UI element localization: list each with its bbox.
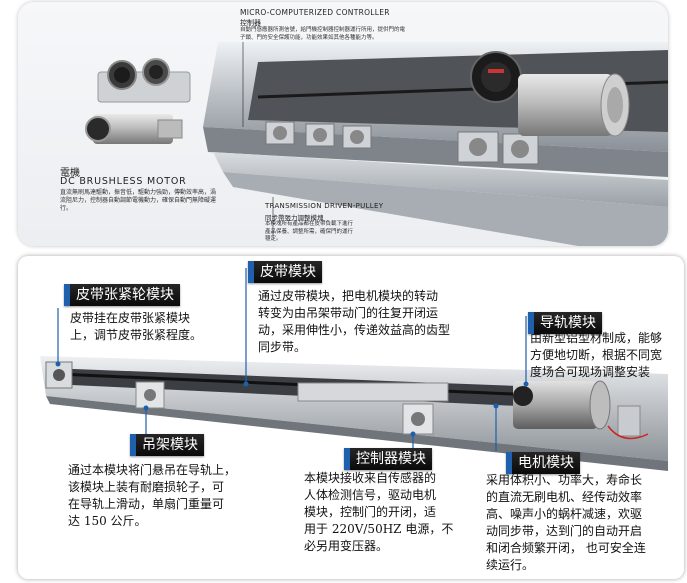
motor-desc-line: 采用体积小、功率大，寿命长 (486, 473, 643, 487)
belt-desc-line: 通过皮带模块，把电机模块的转动 (258, 289, 439, 303)
controller-desc-line: 用于 220V/50HZ 电源，不 (304, 522, 454, 536)
motor-title-zh: 電機 (60, 168, 80, 179)
motor-module-desc: 采用体积小、功率大，寿命长 的直流无刷电机、经传动效率 高、噪声小的蜗杆减速，欢… (486, 472, 684, 574)
motor-desc-line: 的直流无刷电机、经传动效率 (486, 490, 643, 504)
controller-desc: 自動門感應器所測信號，給門機控制器控制器運行所用，提供門的電子鎖、門的安全保護功… (240, 27, 406, 41)
controller-title-zh: 控制器 (240, 19, 261, 27)
belt-tension-module-desc: 皮带挂在皮带张紧模块 上，调节皮带张紧程度。 (70, 310, 245, 344)
controller-module-desc: 本模块接收来自传感器的 人体检测信号，驱动电机 模块，控制门的开闭，适 用于 2… (304, 470, 479, 555)
motor-desc-line: 高、噪声小的蜗杆减速，欢驱 (486, 507, 643, 521)
bottom-module-panel: 皮带张紧轮模块 皮带挂在皮带张紧模块 上，调节皮带张紧程度。 皮带模块 通过皮带… (18, 256, 684, 579)
rail-bottom (223, 172, 668, 246)
hanger-1 (135, 381, 165, 409)
rail-module-desc: 由新型铝型材制成，能够 方便地切断，根据不同宽 度场合可现场调整安装 (530, 330, 680, 381)
pulley-title-en: TRANSMISSION DRIVEN-PULLEY (265, 202, 384, 210)
controller-desc-line: 本模块接收来自传感器的 (304, 471, 437, 485)
controller-module-tag: 控制器模块 (344, 448, 432, 470)
hanger-desc-line: 在导轨上滑动，单扇门重量可 (68, 497, 225, 511)
controller-desc-line: 必另用变压器。 (304, 539, 389, 553)
hanger-desc-line: 该模块上装有耐磨损轮子，可 (68, 480, 225, 494)
operator-illustration (85, 42, 668, 246)
top-product-panel: MICRO-COMPUTERIZED CONTROLLER 控制器 自動門感應器… (18, 2, 668, 246)
small-motor-photo-1 (97, 58, 191, 103)
power-cable (607, 425, 649, 440)
rail-desc-line: 度场合可现场调整安装 (530, 365, 651, 379)
belt-desc-line: 同步带。 (258, 340, 307, 354)
rail-module-tag: 导轨模块 (528, 312, 602, 334)
belt-module-tag: 皮带模块 (248, 261, 322, 283)
rail-desc-line: 方便地切断，根据不同宽 (530, 348, 663, 362)
controller-desc-line: 模块，控制门的开闭，适 (304, 505, 437, 519)
controller-desc-line: 人体检测信号，驱动电机 (304, 488, 437, 502)
motor-desc-line: 动同步带，达到门的自动开启 (486, 524, 643, 538)
belt-tension-desc-line: 上，调节皮带张紧程度。 (70, 328, 203, 342)
tension-pulley-wheel (53, 369, 65, 381)
controller-disk-inner (481, 62, 511, 92)
rail-end-cap (617, 405, 641, 437)
pulley-desc: 本模塊所有產品都在皮帶負載下進行產品保養、調整所需，確保門的運行穩定。 (265, 221, 354, 242)
hanger-wheels (265, 121, 539, 165)
controller-title-en: MICRO-COMPUTERIZED CONTROLLER (240, 8, 390, 17)
pulley-title-zh: 同步帶張力調整模塊 (265, 214, 324, 222)
belt-module-desc: 通过皮带模块，把电机模块的转动 转变为由吊架带动门的往复开闭运 动，采用伸性小，… (258, 288, 498, 356)
belt-desc-line: 动，采用伸性小，传递效益高的齿型 (258, 323, 451, 337)
motor-desc-line: 续运行。 (486, 558, 535, 572)
rail-desc-line: 由新型铝型材制成，能够 (530, 331, 663, 345)
hanger-module-tag: 吊架模块 (130, 434, 204, 456)
controller-brand-mark (488, 69, 504, 73)
motor-desc-line: 和闭合频繁开闭， 也可安全连 (486, 541, 646, 555)
motor-cylinder (518, 73, 630, 137)
motor-title-en: DC BRUSHLESS MOTOR (60, 176, 187, 187)
small-motor-photo-2 (85, 114, 183, 144)
motor-desc: 直流無刷馬達驅動，振音低，驅動力強勁，傳動效率高，渦流阻尼力，控制器自動調節電機… (60, 189, 217, 212)
leader-dots (55, 361, 529, 437)
rail-lower-track (213, 152, 668, 207)
belt-desc-line: 转变为由吊架带动门的往复开闭运 (258, 306, 439, 320)
hanger-module-desc: 通过本模块将门悬吊在导轨上， 该模块上装有耐磨损轮子，可 在导轨上滑动，单扇门重… (68, 462, 283, 530)
motor-unit (513, 380, 611, 430)
belt-tension-module-tag: 皮带张紧轮模块 (64, 284, 180, 306)
controller-box (297, 382, 449, 402)
motor-module-tag: 电机模块 (506, 452, 580, 474)
hanger-desc-line: 达 150 公斤。 (68, 514, 147, 528)
belt-tension-desc-line: 皮带挂在皮带张紧模块 (70, 311, 191, 325)
hanger-desc-line: 通过本模块将门悬吊在导轨上， (68, 463, 237, 477)
hanger-2 (402, 403, 434, 435)
